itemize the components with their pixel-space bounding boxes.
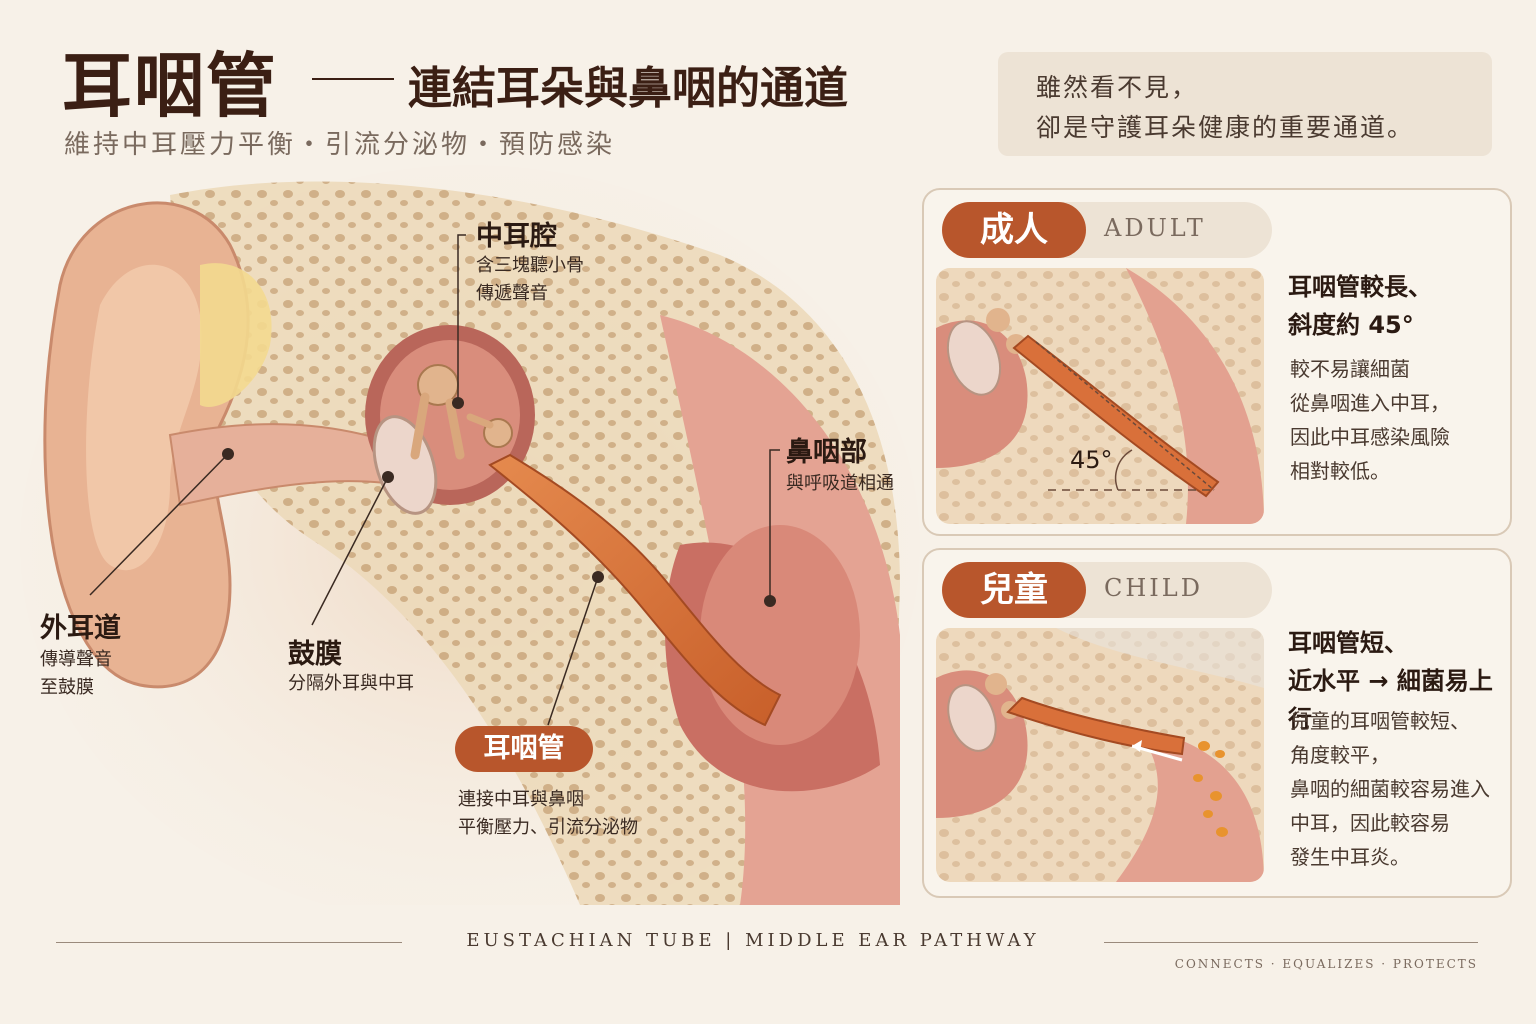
adult-label: 成人 xyxy=(942,202,1086,258)
eustachian-tube-label: 耳咽管 xyxy=(455,726,593,772)
title-dash xyxy=(312,78,394,80)
eustachian-desc-1: 連接中耳與鼻咽 xyxy=(458,789,584,810)
child-head-1: 耳咽管短、 xyxy=(1288,629,1408,657)
nasopharynx-desc: 與呼吸道相通 xyxy=(786,473,894,494)
adult-body-line: 因此中耳感染風險 xyxy=(1290,425,1450,449)
middle-ear-title: 中耳腔 xyxy=(476,221,557,252)
page-title: 耳咽管 xyxy=(62,44,278,127)
quote-box: 雖然看不見， 卻是守護耳朵健康的重要通道。 xyxy=(998,52,1492,156)
adult-body: 較不易讓細菌 從鼻咽進入中耳， 因此中耳感染風險 相對較低。 xyxy=(1290,352,1450,488)
adult-body-line: 從鼻咽進入中耳， xyxy=(1290,391,1450,415)
child-head-2: 近水平 → 細菌易上行 xyxy=(1288,667,1493,733)
child-body-line: 兒童的耳咽管較短、 xyxy=(1290,709,1470,733)
child-body-line: 發生中耳炎。 xyxy=(1290,845,1410,869)
child-body-line: 鼻咽的細菌較容易進入 xyxy=(1290,777,1490,801)
adult-angle-label: 45° xyxy=(1070,446,1113,474)
footer-title: EUSTACHIAN TUBE | MIDDLE EAR PATHWAY xyxy=(466,930,1040,951)
ear-anatomy-illustration xyxy=(20,165,920,905)
middle-ear-desc-1: 含三塊聽小骨 xyxy=(476,255,584,276)
child-tube-illustration xyxy=(936,628,1264,882)
child-label: 兒童 xyxy=(942,562,1086,618)
child-body-line: 角度較平， xyxy=(1290,743,1390,767)
ear-canal-desc-1: 傳導聲音 xyxy=(40,649,112,670)
middle-ear-desc-2: 傳遞聲音 xyxy=(476,283,548,304)
adult-panel: 成人 ADULT 45° 耳咽管較長、 斜度約 45° 較不易讓細菌 從鼻咽進入… xyxy=(922,188,1512,536)
nasopharynx-title: 鼻咽部 xyxy=(786,437,867,468)
child-label-en: CHILD xyxy=(1104,574,1203,602)
adult-body-line: 較不易讓細菌 xyxy=(1290,357,1410,381)
eustachian-desc-2: 平衡壓力、引流分泌物 xyxy=(458,817,638,838)
ear-canal-desc-2: 至鼓膜 xyxy=(40,677,94,698)
ear-canal-title: 外耳道 xyxy=(40,613,121,644)
footer-rule-right xyxy=(1104,942,1478,943)
eardrum-title: 鼓膜 xyxy=(288,639,342,670)
tagline: 維持中耳壓力平衡・引流分泌物・預防感染 xyxy=(64,130,616,160)
adult-body-line: 相對較低。 xyxy=(1290,459,1390,483)
page-subtitle: 連結耳朵與鼻咽的通道 xyxy=(408,63,848,114)
footer-tagline: CONNECTS · EQUALIZES · PROTECTS xyxy=(1174,957,1478,971)
eardrum-desc: 分隔外耳與中耳 xyxy=(288,673,414,694)
footer-rule-left xyxy=(56,942,402,943)
child-body: 兒童的耳咽管較短、 角度較平， 鼻咽的細菌較容易進入 中耳，因此較容易 發生中耳… xyxy=(1290,704,1490,874)
adult-tube-illustration xyxy=(936,268,1264,524)
adult-head-2: 斜度約 45° xyxy=(1288,311,1414,339)
adult-head-1: 耳咽管較長、 xyxy=(1288,273,1432,301)
child-body-line: 中耳，因此較容易 xyxy=(1290,811,1450,835)
child-panel: 兒童 CHILD 耳咽管短、 近水平 → 細菌易上行 兒童的耳咽管較短、 角度較… xyxy=(922,548,1512,898)
adult-label-en: ADULT xyxy=(1104,214,1206,242)
quote-line-1: 雖然看不見， xyxy=(1036,73,1199,102)
quote-line-2: 卻是守護耳朵健康的重要通道。 xyxy=(1036,113,1415,142)
